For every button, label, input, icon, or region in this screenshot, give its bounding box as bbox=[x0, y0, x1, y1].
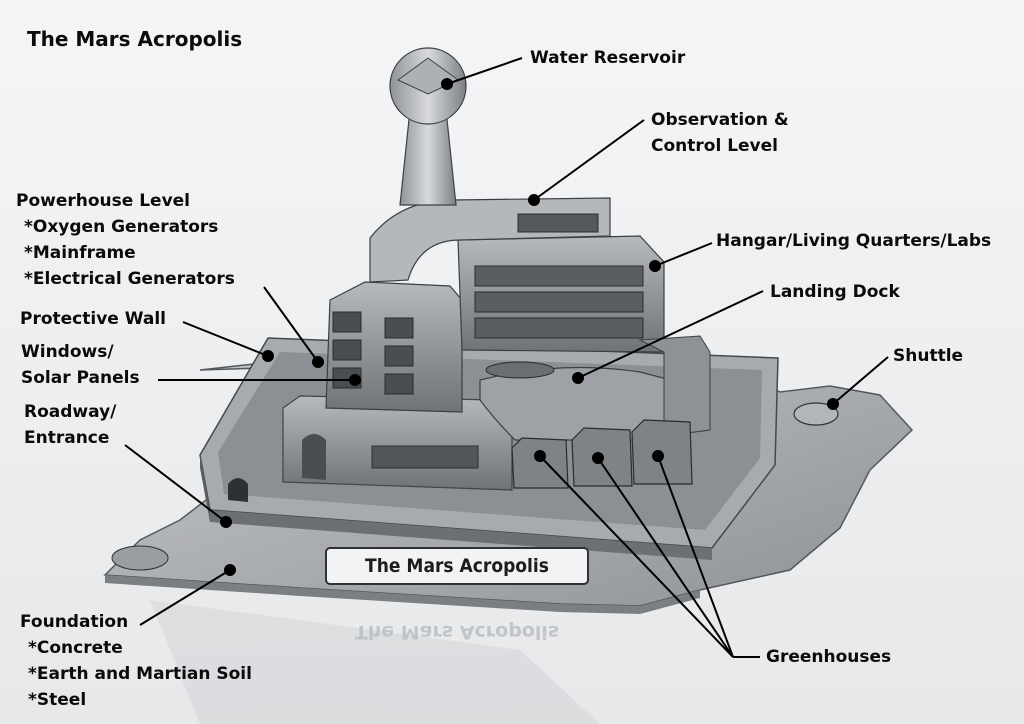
foundation-front-edge bbox=[105, 575, 700, 614]
label-line: Entrance bbox=[24, 428, 110, 448]
hangar-windows bbox=[474, 265, 644, 339]
label-powerhouse: Powerhouse Level *Oxygen Generators *Mai… bbox=[16, 188, 235, 292]
plaque-frame bbox=[325, 547, 589, 585]
label-line: *Mainframe bbox=[24, 243, 136, 263]
plaque-text: The Mars Acropolis bbox=[365, 555, 549, 577]
entrance-arch bbox=[228, 478, 248, 502]
label-roadway-entrance: Roadway/ Entrance bbox=[24, 399, 116, 451]
label-line: Powerhouse Level bbox=[16, 191, 191, 211]
label-observation-control: Observation & Control Level bbox=[651, 107, 789, 159]
right-inner-block bbox=[638, 335, 711, 437]
label-water-reservoir: Water Reservoir bbox=[530, 48, 686, 68]
label-shuttle: Shuttle bbox=[893, 346, 964, 366]
dock-craft bbox=[485, 361, 555, 379]
label-windows-solar: Windows/ Solar Panels bbox=[21, 339, 140, 391]
label-protective-wall: Protective Wall bbox=[20, 309, 167, 329]
label-line: *Steel bbox=[28, 690, 87, 710]
label-line: Foundation bbox=[20, 612, 129, 632]
label-foundation: Foundation *Concrete *Earth and Martian … bbox=[20, 609, 252, 713]
powerhouse-windows bbox=[332, 311, 414, 395]
label-line: Control Level bbox=[651, 136, 778, 156]
label-line: Observation & bbox=[651, 110, 789, 130]
label-landing-dock: Landing Dock bbox=[770, 282, 900, 302]
roadway-vehicle bbox=[111, 545, 169, 571]
label-line: *Oxygen Generators bbox=[24, 217, 219, 237]
label-hangar: Hangar/Living Quarters/Labs bbox=[716, 231, 992, 251]
water-tower bbox=[389, 47, 467, 206]
diagram-title: The Mars Acropolis bbox=[27, 27, 243, 51]
leader-lines bbox=[124, 57, 889, 658]
label-line: *Concrete bbox=[28, 638, 123, 658]
label-line: Solar Panels bbox=[21, 368, 140, 388]
label-line: *Earth and Martian Soil bbox=[28, 664, 252, 684]
shuttle-shape bbox=[793, 402, 839, 426]
floor-reflection bbox=[150, 600, 600, 724]
label-line: *Electrical Generators bbox=[24, 269, 235, 289]
observation-window bbox=[517, 213, 599, 233]
label-greenhouses: Greenhouses bbox=[766, 647, 892, 667]
lower-window-band bbox=[371, 445, 479, 469]
plaque-reflection: The Mars Acropolis bbox=[354, 621, 560, 643]
lower-door bbox=[302, 434, 326, 480]
label-line: Roadway/ bbox=[24, 402, 117, 422]
label-line: Windows/ bbox=[21, 342, 114, 362]
